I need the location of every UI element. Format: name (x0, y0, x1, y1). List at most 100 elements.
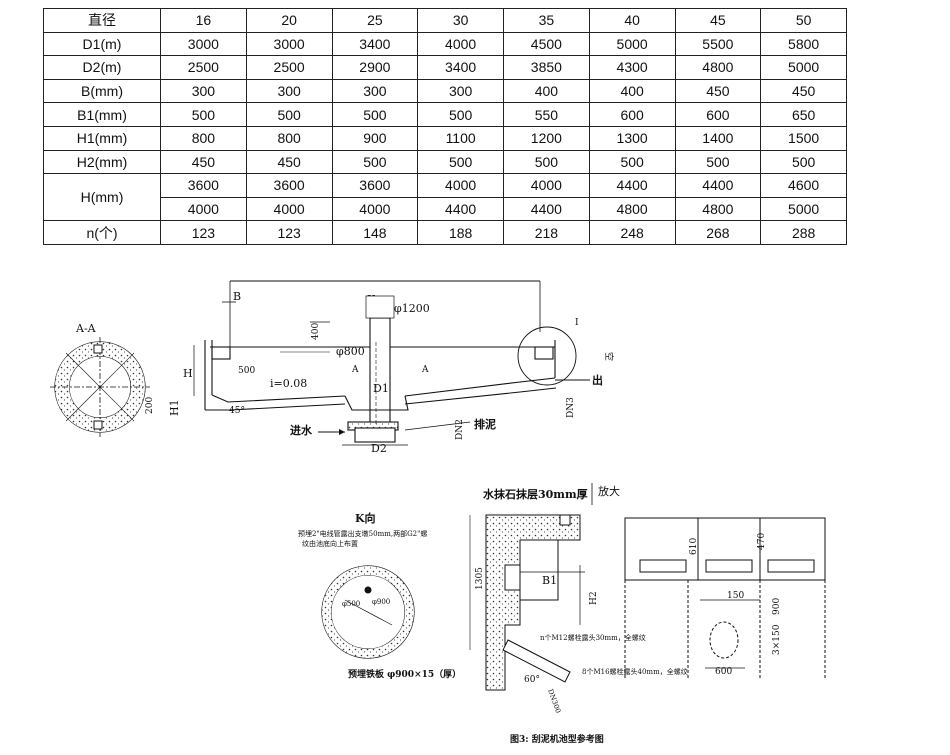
table-cell: 300 (245, 78, 333, 104)
dim-500-label: 500 (238, 366, 255, 376)
table-cell: 1200 (503, 125, 590, 151)
row-label: n(个) (43, 220, 161, 245)
table-cell: 3600 (331, 173, 419, 198)
table-cell: 3000 (245, 31, 333, 57)
table-cell: 1100 (417, 125, 504, 151)
table-cell: 650 (760, 102, 847, 127)
table-cell: 4600 (760, 173, 847, 198)
dim-600-label: 600 (715, 667, 732, 677)
table-cell: 4400 (674, 173, 762, 198)
table-cell: 248 (588, 220, 676, 245)
embedded-plate-label: 预埋铁板 φ900×15（厚） (348, 668, 461, 680)
table-cell: 4400 (588, 173, 676, 198)
table-cell: 5000 (760, 55, 847, 80)
b1-label: B1 (542, 574, 557, 587)
phi500-label: φ500 (342, 600, 360, 608)
table-cell: 450 (160, 149, 247, 175)
k-view-title: K向 (355, 511, 376, 525)
row-label: D1(m) (43, 31, 161, 57)
table-cell: 500 (417, 102, 504, 127)
table-cell: 4300 (588, 55, 676, 80)
table-row: n(个) 123 123 148 188 218 248 268 288 (43, 220, 847, 245)
phi900-label: φ900 (372, 598, 390, 606)
table-cell: 5500 (674, 31, 762, 57)
table-cell: 4000 (503, 173, 590, 198)
table-cell: 300 (160, 78, 247, 104)
table-cell: 400 (503, 78, 590, 104)
table-cell: 550 (503, 102, 590, 127)
table-cell: 500 (160, 102, 247, 127)
table-cell: 500 (331, 102, 419, 127)
row-label: 直径 (43, 8, 161, 33)
table-cell: 123 (160, 220, 247, 245)
section-view: B K φ1200 400 φ800 H 500 i=0.08 200 (145, 280, 615, 455)
table-cell: 2900 (331, 55, 419, 80)
dim-150-label: 150 (727, 591, 744, 601)
table-row: D2(m) 2500 2500 2900 3400 3850 4300 4800… (43, 55, 847, 80)
table-header-row: 直径 16 20 25 30 35 40 45 50 (43, 8, 847, 33)
table-cell: 400 (588, 78, 676, 104)
inlet-label: 进水 (290, 423, 313, 437)
table-cell: 5000 (588, 31, 676, 57)
angle-60-label: 60° (524, 675, 540, 685)
table-row: 4000 4000 4000 4400 4400 4800 4800 5000 (44, 196, 847, 222)
table-cell: 450 (760, 78, 847, 104)
table-cell: 450 (245, 149, 333, 175)
table-row: D1(m) 3000 3000 3400 4000 4500 5000 5500… (43, 31, 847, 57)
table-cell: 288 (760, 220, 847, 245)
dim-900-label: 900 (772, 598, 782, 615)
table-cell: 4800 (674, 55, 762, 80)
table-row: H1(mm) 800 800 900 1100 1200 1300 1400 1… (43, 125, 847, 151)
kong-label: 空 (603, 352, 615, 361)
table-cell: 450 (674, 78, 762, 104)
dim-h1-label: H1 (168, 399, 181, 416)
bolt-m12-label: n个M12螺栓露头30mm，全螺纹 (540, 633, 646, 642)
table-cell: 45 (674, 8, 762, 33)
bolt-m16-label: 8个M16螺栓露头40mm，全螺纹 (582, 667, 688, 676)
table-row: B(mm) 300 300 300 300 400 400 450 450 (43, 78, 847, 104)
table-cell: 3000 (160, 31, 247, 57)
aa-plan-view: A-A (50, 322, 150, 437)
table-cell: 148 (331, 220, 419, 245)
table-cell: 600 (588, 102, 676, 127)
aa-label: A-A (75, 322, 97, 335)
table-cell: 500 (588, 149, 676, 175)
row-label: D2(m) (43, 55, 161, 80)
table-cell: 3600 (160, 173, 247, 198)
dim-h-label: H (183, 367, 193, 380)
dn3-label: DN3 (566, 397, 576, 418)
table-cell: 4500 (503, 31, 590, 57)
table-cell: 500 (417, 149, 504, 175)
elevation-view: 610 470 150 900 3×150 600 (624, 517, 826, 680)
angle-45-label: 45° (229, 406, 245, 416)
row-label: B(mm) (43, 78, 161, 104)
dim-200-label: 200 (145, 397, 155, 414)
k-note-line2: 纹由池底向上布置 (302, 539, 358, 548)
spec-table: 直径 16 20 25 30 35 40 45 50 D1(m) 3000 30… (43, 8, 847, 245)
table-row: B1(mm) 500 500 500 500 550 600 600 650 (43, 102, 847, 127)
dim-d2-label: D2 (371, 442, 387, 455)
table-cell: 300 (331, 78, 419, 104)
dim-1305-label: 1305 (475, 567, 485, 590)
plaster-label: 水抹石抹层30mm厚 (483, 487, 588, 501)
detail-enlarged: 水抹石抹层30mm厚 放大 1305 B1 H2 DN300 60° n个M12… (469, 483, 688, 714)
table-cell: 2500 (245, 55, 333, 80)
table-cell: 2500 (160, 55, 247, 80)
row-label: B1(mm) (43, 102, 161, 127)
k-note-line1: 预埋2"电线管露出支墩50mm,两部G2"螺 (298, 529, 427, 538)
dim-610-label: 610 (689, 538, 699, 555)
row-label: H(mm) (43, 173, 161, 222)
sludge-label: 排泥 (474, 417, 496, 431)
table-cell: 500 (760, 149, 847, 175)
detail-i-label: I (575, 318, 579, 328)
table-cell: 4000 (417, 31, 504, 57)
table-cell: 500 (245, 102, 333, 127)
table-row: H(mm) 3600 3600 3600 4000 4000 4400 4400… (43, 173, 847, 222)
a-right-label: A (421, 365, 429, 375)
dim-d1-label: D1 (373, 382, 389, 395)
table-cell: 40 (588, 8, 676, 33)
k-view: K向 预埋2"电线管露出支墩50mm,两部G2"螺 纹由池底向上布置 φ500 … (298, 511, 461, 680)
table-cell: 800 (245, 125, 333, 151)
table-cell: 25 (331, 8, 419, 33)
table-cell: 188 (417, 220, 504, 245)
